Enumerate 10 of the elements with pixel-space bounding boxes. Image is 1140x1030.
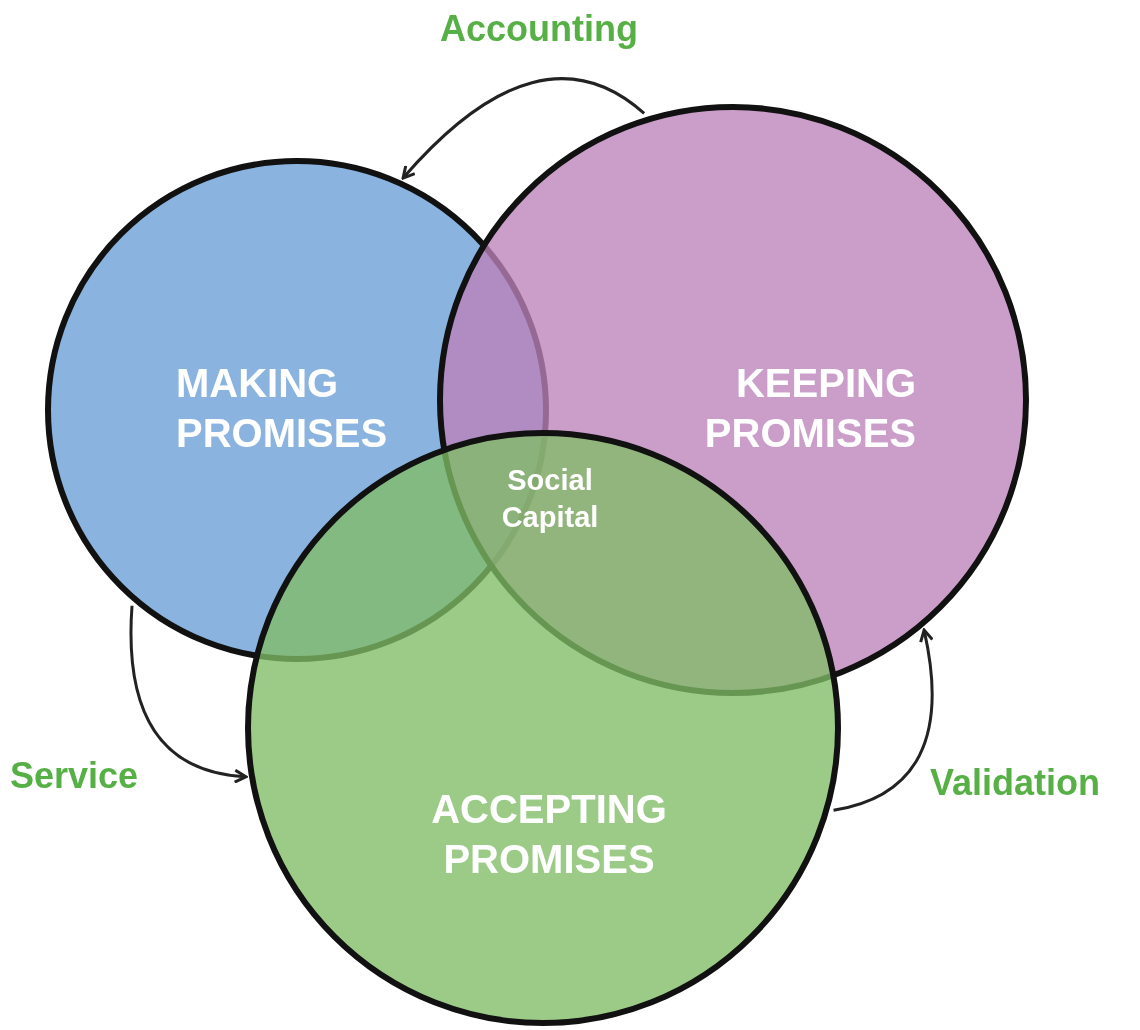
edge-label: Accounting — [440, 8, 638, 50]
circle-label: MAKING PROMISES — [176, 360, 389, 457]
curved-arrow — [833, 628, 934, 812]
center-label: Social Capital — [500, 463, 600, 535]
circle-label: ACCEPTING PROMISES — [430, 786, 668, 883]
curved-arrow — [129, 605, 248, 784]
circle-label: KEEPING PROMISES — [703, 360, 916, 457]
curved-arrow — [401, 77, 646, 180]
edge-label: Validation — [930, 762, 1101, 804]
edge-label: Service — [10, 755, 139, 797]
